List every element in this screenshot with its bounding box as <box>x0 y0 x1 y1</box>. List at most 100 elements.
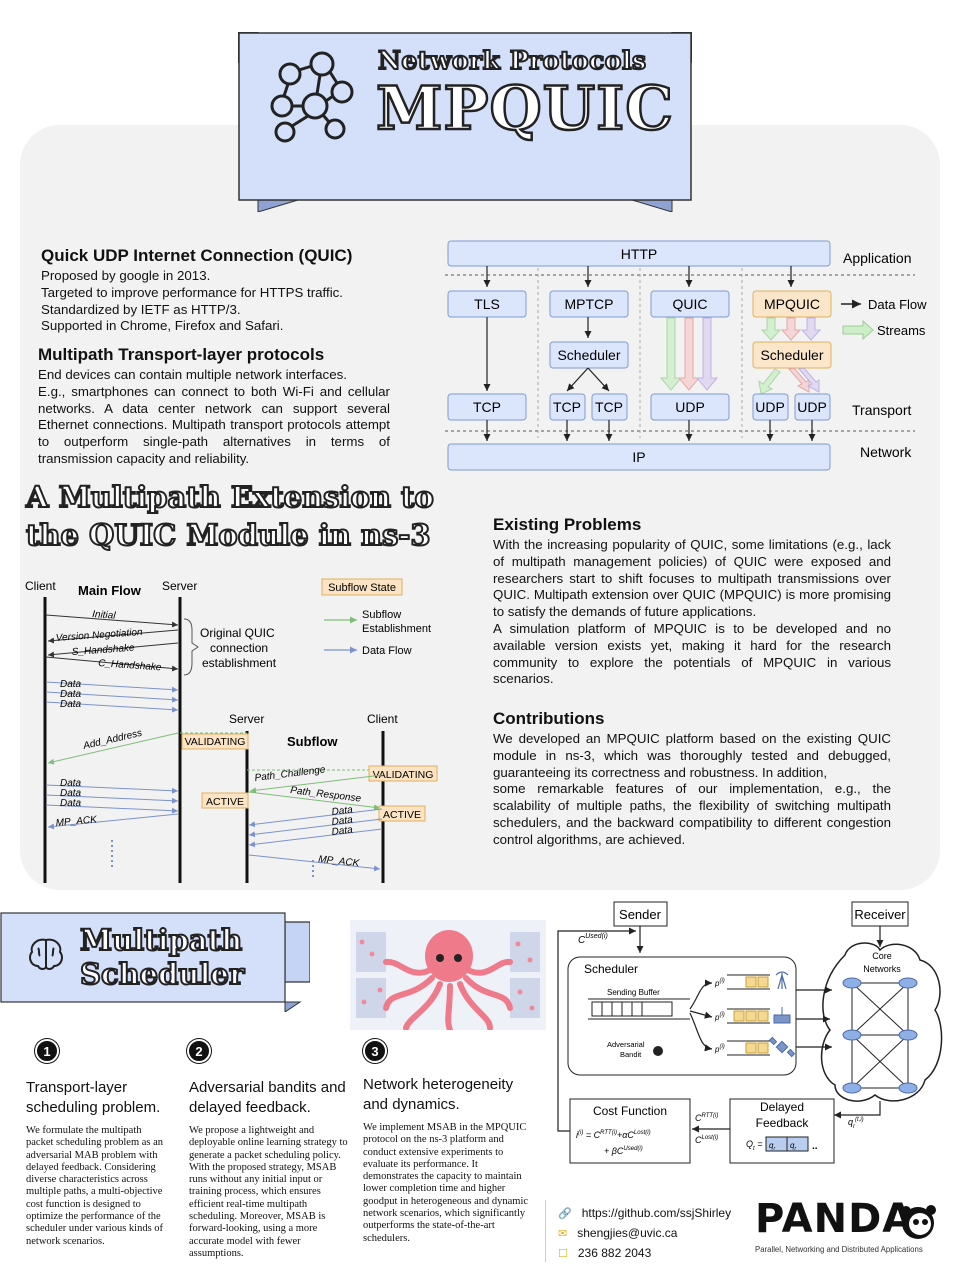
quic-line: Supported in Chrome, Firefox and Safari. <box>41 318 284 334</box>
application-label: Application <box>843 250 912 266</box>
phone-number: 236 882 2043 <box>577 1246 652 1260</box>
bandit-icon <box>653 1046 663 1056</box>
queue-symbol: qr(t,i) <box>848 1117 864 1130</box>
extension-title-line1: A Multipath Extension to <box>25 479 435 515</box>
initial-label: Initial <box>92 609 117 622</box>
mpquic-box <box>752 290 832 318</box>
receiver-label: Receiver <box>854 907 906 922</box>
version-negotiation-label: Version Negotiation <box>55 627 143 644</box>
extension-title-line2: the QUIC Module in ns-3 <box>25 517 432 553</box>
contributions-section: Contributions We developed an MPQUIC pla… <box>493 709 891 849</box>
data-label: Data <box>331 804 354 818</box>
contributions-paragraph: some remarkable features of our implemen… <box>493 781 891 847</box>
quic-section: Quick UDP Internet Connection (QUIC) Pro… <box>41 246 411 335</box>
core-network-cloud: Core Networks <box>820 942 943 1102</box>
client-label: Client <box>25 579 56 593</box>
tcp-label: TCP <box>473 399 501 415</box>
feedback-queue-symbol: qr <box>769 1141 775 1152</box>
server-subflow-label: Server <box>229 712 264 726</box>
subflow-state-badge <box>321 578 403 596</box>
multipath-paragraph: E.g., smartphones can connect to both Wi… <box>38 383 390 466</box>
mp-ack-label: MP_ACK <box>55 814 98 829</box>
router-icon <box>773 1007 791 1024</box>
path-3-symbol: p(i) <box>714 1044 725 1054</box>
item-2-title: Adversarial bandits and delayed feedback… <box>189 1079 346 1116</box>
c-handshake-label: C_Handshake <box>98 658 162 673</box>
udp-box <box>650 393 730 421</box>
data-label: Data <box>331 824 354 838</box>
connection-flow-diagram: Client Main Flow Server Subflow State Su… <box>25 578 438 883</box>
http-box <box>447 240 831 267</box>
validating-badge-client <box>368 765 438 782</box>
item-1-text: We formulate the multipath packet schedu… <box>26 1125 164 1247</box>
brain-icon <box>29 938 63 970</box>
brace-line1: Original QUIC <box>200 626 275 640</box>
multipath-heading: Multipath Transport-layer protocols <box>38 345 325 364</box>
mptcp-label: MPTCP <box>565 296 614 312</box>
octopus-illustration <box>350 920 546 1030</box>
legend-dataflow-label: Data Flow <box>362 645 412 657</box>
data-label: Data <box>60 778 82 789</box>
legend-streams-label: Streams <box>877 323 926 338</box>
item-number-3: 3 <box>363 1039 387 1063</box>
item-2-text: We propose a lightweight and deployable … <box>189 1125 348 1259</box>
path-challenge-label: Path_Challenge <box>254 764 326 784</box>
adversarial-label: Adversarial <box>607 1040 645 1049</box>
legend-subflow-label: Subflow <box>362 609 401 621</box>
multipath-section: Multipath Transport-layer protocols End … <box>38 345 390 468</box>
active-badge-server <box>201 792 249 809</box>
legend-dataflow-label: Data Flow <box>868 297 927 312</box>
panda-logo: PANDA Parallel, Networking and Distribut… <box>755 1197 945 1267</box>
path-2-symbol: p(i) <box>714 1012 725 1022</box>
path-1-symbol: p(i) <box>714 978 725 988</box>
networks-label: Networks <box>863 964 901 974</box>
data-label: Data <box>60 679 82 690</box>
github-link[interactable]: https://github.com/ssjShirley <box>581 1206 732 1220</box>
feedback-label: Feedback <box>756 1116 810 1130</box>
mptcp-scheduler-label: Scheduler <box>557 347 620 363</box>
email-link[interactable]: shengjies@uvic.ca <box>577 1226 678 1240</box>
ip-box <box>447 443 831 471</box>
header-title: MPQUIC <box>375 73 674 146</box>
udp-label: UDP <box>755 399 785 415</box>
quic-line: Targeted to improve performance for HTTP… <box>41 284 344 300</box>
data-label: Data <box>60 689 82 700</box>
mp-ack-label: MP_ACK <box>318 854 361 869</box>
data-label: Data <box>60 788 82 799</box>
core-label: Core <box>872 951 892 961</box>
lost-symbol: CLost(i) <box>695 1135 718 1145</box>
logo-tagline: Parallel, Networking and Distributed App… <box>755 1245 923 1254</box>
transport-label: Transport <box>852 402 912 418</box>
quic-heading: Quick UDP Internet Connection (QUIC) <box>41 246 353 265</box>
wireless-tower-icon <box>775 971 789 990</box>
mpquic-scheduler-label: Scheduler <box>760 347 823 363</box>
quic-box <box>650 290 730 318</box>
bandit-label: Bandit <box>620 1050 642 1059</box>
scheduler-title-line1: Multipath <box>79 922 243 958</box>
header-banner: Network Protocols MPQUIC <box>238 32 692 212</box>
item-number-2: 2 <box>187 1039 211 1063</box>
feedback-formula: Qt = <box>746 1139 762 1152</box>
mptcp-box <box>549 290 629 318</box>
feedback-ellipsis: .. <box>812 1141 818 1152</box>
scheduler-title-line2: Scheduler <box>79 956 245 992</box>
email-icon: ✉ <box>558 1227 568 1240</box>
feedback-queue-symbol: qr <box>790 1141 796 1152</box>
client-subflow-label: Client <box>367 712 398 726</box>
active-badge-client <box>378 805 426 822</box>
tcp-label: TCP <box>553 399 581 415</box>
contributions-paragraph: We developed an MPQUIC platform based on… <box>493 731 891 780</box>
udp-label: UDP <box>675 399 705 415</box>
tcp-label: TCP <box>595 399 623 415</box>
quic-line: Standardized by IETF as HTTP/3. <box>41 301 241 317</box>
subflow-label: Subflow <box>287 734 338 749</box>
validating-badge-server <box>181 733 249 750</box>
link-icon: 🔗 <box>558 1207 572 1220</box>
problems-section: Existing Problems With the increasing po… <box>493 515 891 688</box>
main-flow-label: Main Flow <box>78 583 142 598</box>
rtt-symbol: CRTT(i) <box>695 1113 718 1123</box>
network-label: Network <box>860 444 912 460</box>
brace-line3: establishment <box>202 656 277 670</box>
quic-line: Proposed by google in 2013. <box>41 268 211 283</box>
scheduler-banner: Multipath Scheduler <box>0 912 310 1012</box>
